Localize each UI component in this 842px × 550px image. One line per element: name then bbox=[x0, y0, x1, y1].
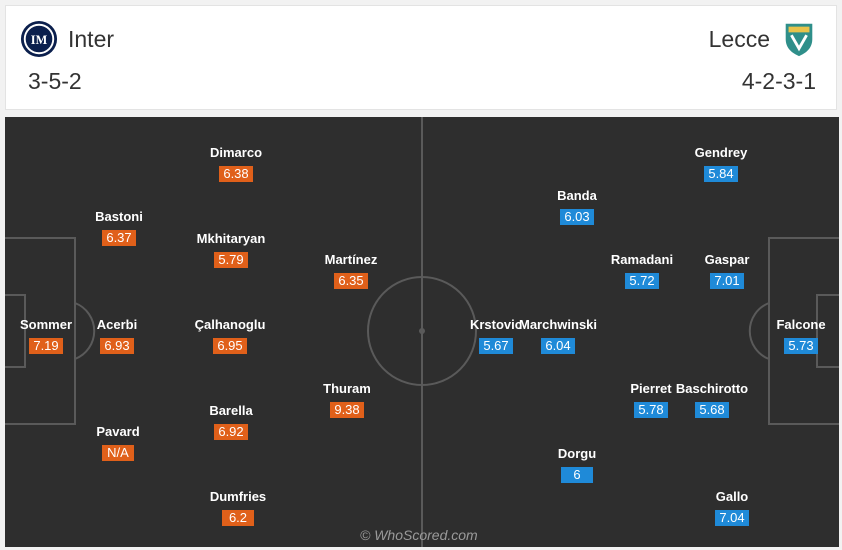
player-rating: 6 bbox=[561, 467, 593, 483]
player-rating: 7.19 bbox=[29, 338, 63, 354]
player-rating: 6.04 bbox=[541, 338, 575, 354]
player-rating: 6.03 bbox=[560, 209, 594, 225]
player-rating: 6.93 bbox=[100, 338, 134, 354]
player-name: Acerbi bbox=[96, 317, 138, 332]
player-rating: 5.79 bbox=[214, 252, 248, 268]
player-away-5[interactable]: Marchwinski 6.04 bbox=[510, 317, 606, 355]
player-rating: 5.78 bbox=[634, 402, 668, 418]
player-rating: 9.38 bbox=[330, 402, 364, 418]
player-away-2[interactable]: Ramadani 5.72 bbox=[594, 252, 690, 290]
player-home-8[interactable]: Dumfries 6.2 bbox=[190, 489, 286, 527]
player-away-7[interactable]: Pierret 5.78 bbox=[603, 381, 699, 419]
player-home-4[interactable]: Dimarco 6.38 bbox=[188, 145, 284, 183]
inter-crest-icon: IM bbox=[20, 20, 58, 58]
player-home-0[interactable]: Sommer 7.19 bbox=[5, 317, 94, 355]
player-name: Baschirotto bbox=[675, 381, 749, 396]
player-home-7[interactable]: Barella 6.92 bbox=[183, 403, 279, 441]
player-rating: N/A bbox=[102, 445, 134, 461]
player-name: Mkhitaryan bbox=[196, 231, 266, 246]
player-name: Gendrey bbox=[694, 145, 748, 160]
away-team-name: Lecce bbox=[708, 25, 770, 52]
player-away-1[interactable]: Banda 6.03 bbox=[529, 188, 625, 226]
home-team-name: Inter bbox=[68, 25, 115, 52]
player-name: Gaspar bbox=[704, 252, 750, 267]
svg-text:IM: IM bbox=[31, 33, 48, 47]
player-rating: 6.92 bbox=[214, 424, 248, 440]
player-away-6[interactable]: Falcone 5.73 bbox=[753, 317, 839, 355]
player-name: Dumfries bbox=[209, 489, 267, 504]
match-header: IM Inter 3-5-2 Lecce 4-2-3-1 bbox=[5, 5, 837, 110]
player-name: Dimarco bbox=[209, 145, 263, 160]
player-rating: 5.72 bbox=[625, 273, 659, 289]
player-rating: 5.73 bbox=[784, 338, 818, 354]
home-formation: 3-5-2 bbox=[28, 68, 82, 94]
whoscored-watermark: © WhoScored.com bbox=[360, 527, 478, 543]
player-rating: 7.01 bbox=[710, 273, 744, 289]
away-team[interactable]: Lecce bbox=[709, 20, 818, 58]
player-name: Marchwinski bbox=[518, 317, 598, 332]
player-away-0[interactable]: Gendrey 5.84 bbox=[673, 145, 769, 183]
player-rating: 5.68 bbox=[695, 402, 729, 418]
player-name: Banda bbox=[557, 188, 597, 203]
player-name: Pavard bbox=[96, 424, 140, 439]
player-away-4[interactable]: Krstovic 5.67 bbox=[448, 317, 544, 355]
player-name: Çalhanoglu bbox=[194, 317, 266, 332]
player-name: Martínez bbox=[324, 252, 378, 267]
player-home-5[interactable]: Mkhitaryan 5.79 bbox=[183, 231, 279, 269]
player-name: Bastoni bbox=[95, 209, 143, 224]
player-name: Pierret bbox=[630, 381, 672, 396]
player-name: Ramadani bbox=[610, 252, 674, 267]
player-away-3[interactable]: Gaspar 7.01 bbox=[679, 252, 775, 290]
player-away-10[interactable]: Gallo 7.04 bbox=[684, 489, 780, 527]
player-name: Gallo bbox=[715, 489, 749, 504]
player-name: Krstovic bbox=[469, 317, 523, 332]
player-away-8[interactable]: Baschirotto 5.68 bbox=[664, 381, 760, 419]
player-name: Barella bbox=[209, 403, 253, 418]
player-rating: 7.04 bbox=[715, 510, 749, 526]
player-name: Dorgu bbox=[557, 446, 597, 461]
player-away-9[interactable]: Dorgu 6 bbox=[529, 446, 625, 484]
player-rating: 6.35 bbox=[334, 273, 368, 289]
player-name: Thuram bbox=[323, 381, 371, 396]
player-home-1[interactable]: Bastoni 6.37 bbox=[71, 209, 167, 247]
player-name: Sommer bbox=[19, 317, 73, 332]
player-home-2[interactable]: Acerbi 6.93 bbox=[69, 317, 165, 355]
player-name: Falcone bbox=[776, 317, 826, 332]
away-formation: 4-2-3-1 bbox=[741, 68, 816, 94]
player-home-10[interactable]: Thuram 9.38 bbox=[299, 381, 395, 419]
player-home-6[interactable]: Çalhanoglu 6.95 bbox=[182, 317, 278, 355]
player-rating: 6.95 bbox=[213, 338, 247, 354]
player-rating: 6.2 bbox=[222, 510, 254, 526]
player-home-3[interactable]: Pavard N/A bbox=[70, 424, 166, 462]
player-rating: 5.84 bbox=[704, 166, 738, 182]
pitch: Sommer 7.19 Bastoni 6.37 Acerbi 6.93 Pav… bbox=[5, 117, 839, 547]
home-team[interactable]: IM Inter bbox=[20, 20, 114, 58]
player-rating: 5.67 bbox=[479, 338, 513, 354]
player-home-9[interactable]: Martínez 6.35 bbox=[303, 252, 399, 290]
player-rating: 6.38 bbox=[219, 166, 253, 182]
player-rating: 6.37 bbox=[102, 230, 136, 246]
pitch-markings bbox=[5, 117, 839, 547]
lecce-crest-icon bbox=[785, 23, 813, 57]
